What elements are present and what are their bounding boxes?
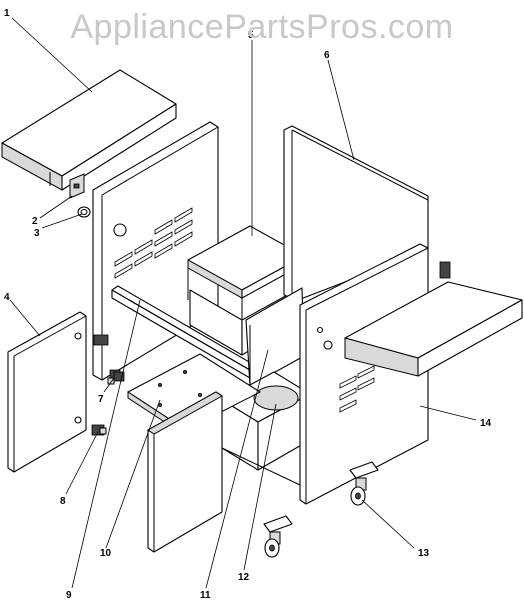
lower-front-door (147, 391, 223, 553)
part-2-bracket[interactable] (69, 173, 85, 199)
left-side-panel (92, 121, 219, 381)
callout-10: 10 (100, 548, 112, 559)
left-panel-vents (114, 207, 193, 279)
part-11-tank-tray[interactable] (221, 371, 311, 486)
part-5-shelf[interactable] (187, 225, 305, 330)
callout-14: 14 (480, 418, 492, 429)
callout-1: 1 (4, 8, 10, 19)
callout-11: 11 (200, 590, 211, 600)
part-13-caster-right[interactable] (349, 461, 379, 506)
callout-labels: 1 2 3 4 5 6 7 8 9 10 11 12 13 14 (4, 8, 492, 600)
leader-lines (9, 17, 477, 589)
callout-13: 13 (418, 548, 430, 559)
callout-8: 8 (60, 496, 66, 507)
callout-3: 3 (34, 228, 40, 239)
callout-4: 4 (4, 292, 10, 303)
part-9-frame-rail[interactable] (111, 285, 257, 379)
callout-7: 7 (98, 394, 104, 405)
right-panel-vents (339, 365, 375, 413)
part-7-hinge[interactable] (107, 371, 125, 385)
part-4-door[interactable] (7, 311, 87, 473)
part-3-ring[interactable] (77, 206, 91, 218)
callout-9: 9 (66, 590, 72, 600)
callout-6: 6 (324, 50, 330, 61)
part-14-side-shelf[interactable] (344, 261, 523, 377)
part-1-top-cover[interactable] (1, 69, 177, 191)
callout-12: 12 (238, 572, 250, 583)
part-13-caster-left[interactable] (263, 515, 293, 558)
right-side-panel (299, 243, 429, 505)
part-8-hinge[interactable] (91, 424, 107, 436)
callout-2: 2 (32, 216, 38, 227)
callout-5: 5 (248, 30, 254, 41)
